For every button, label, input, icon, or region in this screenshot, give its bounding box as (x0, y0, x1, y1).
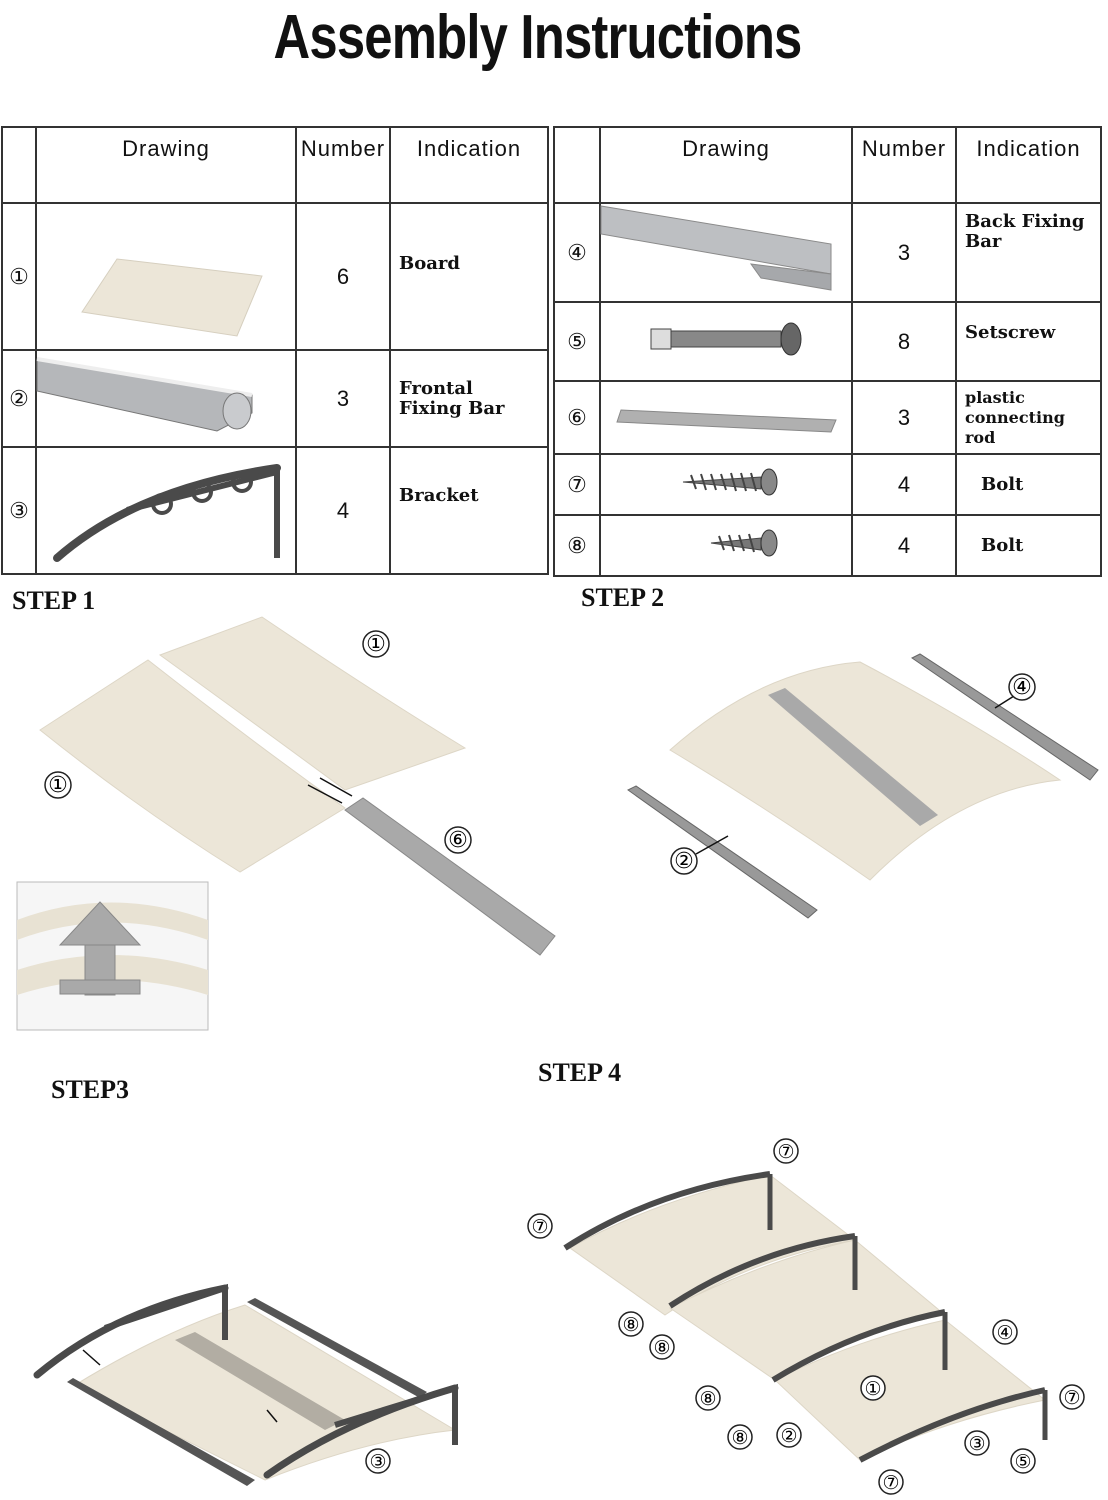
callout-board: ① (366, 632, 386, 657)
table-row: ⑤ 8 Setscrew (553, 301, 1102, 382)
setscrew-icon (650, 322, 802, 356)
bracket-icon (53, 464, 281, 562)
setscrew-drawing (599, 301, 853, 382)
row-indication: plastic connecting rod (955, 380, 1102, 455)
table-header-row: Drawing Number Indication (553, 126, 1102, 204)
bolt-icon (710, 529, 778, 557)
callout-frontal-fixing-bar: ② (674, 849, 694, 874)
row-indication: Bolt (955, 514, 1102, 577)
callout-board: ① (864, 1378, 881, 1400)
board-drawing (35, 202, 297, 351)
row-number: 4 (851, 453, 957, 516)
callout-back-fixing-bar: ④ (996, 1322, 1013, 1344)
parts-table-right: Drawing Number Indication ④ 3 Back Fixin… (553, 126, 1102, 577)
row-number: 3 (851, 380, 957, 455)
back-bar-drawing (599, 202, 853, 303)
callout-bolt: ⑧ (699, 1388, 716, 1410)
table-row: ⑦ 4 Bolt (553, 453, 1102, 516)
row-index: ⑤ (553, 301, 601, 382)
header-number: Number (295, 126, 391, 204)
step3-label: STEP3 (51, 1075, 130, 1104)
back-fixing-bar-icon (600, 205, 832, 291)
callout-connecting-rod: ⑥ (448, 828, 468, 853)
header-drawing: Drawing (599, 126, 853, 204)
table-row: ⑧ 4 Bolt (553, 514, 1102, 577)
row-number: 8 (851, 301, 957, 382)
bolt-icon (682, 468, 778, 496)
row-number: 3 (295, 349, 391, 448)
page-title: Assembly Instructions (273, 3, 802, 72)
callout-bolt: ⑧ (653, 1337, 670, 1359)
row-indication: Back Fixing Bar (955, 202, 1102, 303)
row-indication: Bolt (955, 453, 1102, 516)
callout-setscrew: ⑤ (1014, 1451, 1031, 1473)
callout-frontal-fixing-bar: ② (780, 1425, 797, 1447)
step1-label: STEP 1 (12, 586, 96, 615)
step2-illustration: ④ ② (627, 653, 1099, 919)
row-number: 6 (295, 202, 391, 351)
callout-bolt: ⑦ (882, 1472, 899, 1494)
row-index: ③ (1, 446, 37, 575)
row-index: ⑦ (553, 453, 601, 516)
row-index: ⑥ (553, 380, 601, 455)
row-number: 3 (851, 202, 957, 303)
header-number: Number (851, 126, 957, 204)
parts-table-left: Drawing Number Indication ① 6 Board ② 3 … (1, 126, 549, 575)
row-indication: Setscrew (955, 301, 1102, 382)
row-indication: Board (389, 202, 549, 351)
callout-back-fixing-bar: ④ (1012, 675, 1032, 700)
callout-bolt: ⑧ (622, 1314, 639, 1336)
frontal-bar-drawing (35, 349, 297, 448)
header-drawing: Drawing (35, 126, 297, 204)
row-number: 4 (851, 514, 957, 577)
callout-bolt: ⑧ (731, 1427, 748, 1449)
step2-label: STEP 2 (581, 583, 665, 612)
table-row: ① 6 Board (1, 202, 549, 351)
frontal-fixing-bar-icon (36, 357, 253, 432)
row-index: ② (1, 349, 37, 448)
callout-bolt: ⑦ (1063, 1387, 1080, 1409)
step4-illustration: ⑦ ⑦ ⑧ ⑧ ④ ① ⑦ ⑧ ⑧ ② ③ ⑤ ⑦ (527, 1138, 1085, 1495)
table-row: ⑥ 3 plastic connecting rod (553, 380, 1102, 455)
callout-bracket: ③ (369, 1451, 386, 1473)
row-index: ⑧ (553, 514, 601, 577)
callout-bolt: ⑦ (777, 1141, 794, 1163)
table-row: ② 3 Frontal Fixing Bar (1, 349, 549, 448)
step1-illustration: ① ① ⑥ (16, 616, 556, 1031)
row-indication: Frontal Fixing Bar (389, 349, 549, 448)
header-indication: Indication (955, 126, 1102, 204)
callout-bracket: ③ (968, 1433, 985, 1455)
table-row: ③ 4 Bracket (1, 446, 549, 575)
row-number: 4 (295, 446, 391, 575)
board-icon (81, 258, 263, 337)
step4-label: STEP 4 (538, 1058, 622, 1087)
table-header-row: Drawing Number Indication (1, 126, 549, 204)
row-indication: Bracket (389, 446, 549, 575)
row-index: ① (1, 202, 37, 351)
step3-illustration: ③ (33, 1283, 459, 1486)
row-index: ④ (553, 202, 601, 303)
bolt-drawing (599, 514, 853, 577)
callout-bolt: ⑦ (531, 1216, 548, 1238)
table-row: ④ 3 Back Fixing Bar (553, 202, 1102, 303)
bracket-drawing (35, 446, 297, 575)
callout-board: ① (48, 773, 68, 798)
header-indication: Indication (389, 126, 549, 204)
connecting-rod-drawing (599, 380, 853, 455)
connecting-rod-icon (616, 409, 837, 433)
bolt-drawing (599, 453, 853, 516)
